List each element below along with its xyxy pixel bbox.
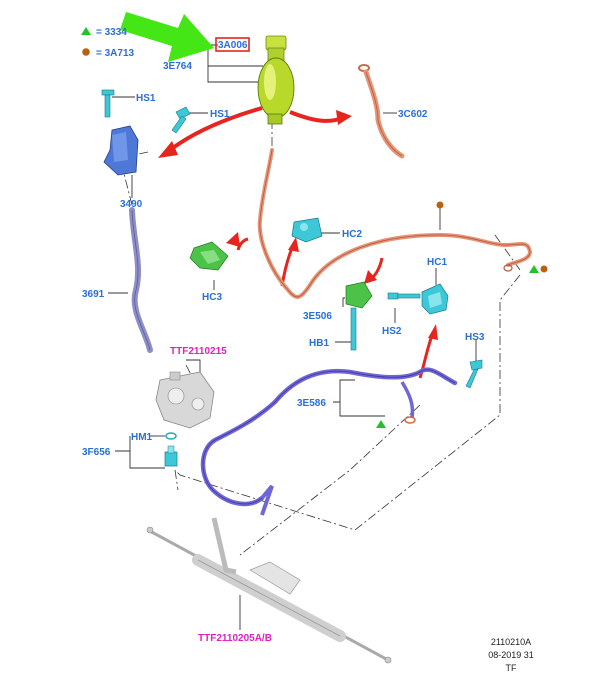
suction-hose-3691 — [129, 207, 153, 353]
red-arrow-icon — [158, 141, 178, 158]
circle-marker-icon — [540, 265, 548, 273]
circle-marker-icon — [436, 201, 444, 209]
label-3e764: 3E764 — [163, 61, 192, 72]
bracket-3490 — [103, 125, 139, 176]
triangle-marker-icon — [376, 420, 386, 428]
ref-code: 2110210A — [491, 637, 531, 647]
label-ttf2110205ab: TTF2110205A/B — [198, 633, 272, 644]
label-ttf2110215: TTF2110215 — [170, 346, 227, 357]
label-3691: 3691 — [82, 289, 105, 300]
legend-circle-icon — [82, 48, 90, 56]
reservoir — [257, 35, 295, 125]
legend-triangle-icon — [81, 27, 91, 35]
highlight-box — [215, 37, 250, 52]
return-hose-3c602 — [358, 64, 405, 159]
triangle-marker-icon — [529, 265, 539, 273]
label-hc3: HC3 — [202, 292, 222, 303]
red-arrow-icon — [226, 232, 240, 247]
red-arrow-icon — [288, 237, 299, 252]
red-arrow-icon — [364, 270, 377, 284]
label-hs1-top: HS1 — [136, 93, 156, 104]
clip-hc2 — [291, 217, 323, 243]
bolt-hs2 — [387, 292, 421, 300]
label-hs3: HS3 — [465, 332, 485, 343]
label-3f656: 3F656 — [82, 447, 111, 458]
direction-arrows — [158, 106, 438, 379]
legend-triangle-text: = 3334 — [96, 27, 127, 38]
red-arrow-icon — [336, 110, 352, 125]
label-3e506: 3E506 — [303, 311, 332, 322]
label-3a006: 3A006 — [218, 40, 248, 51]
bolt-hs3 — [465, 359, 483, 389]
fitting-3f656 — [164, 445, 178, 467]
label-hb1: HB1 — [309, 338, 329, 349]
reference-block: 2110210A 08-2019 31 TF — [488, 637, 534, 673]
seal-hm1 — [165, 432, 177, 440]
legend-circle-text: = 3A713 — [96, 48, 135, 59]
steering-rack — [146, 517, 392, 664]
ref-date: 08-2019 31 — [488, 650, 534, 660]
leader-lines — [108, 44, 477, 630]
return-pipe — [257, 148, 533, 299]
clip-3e506 — [345, 281, 373, 351]
bolt-hs1-mid — [171, 106, 191, 134]
callout-arrow-icon — [120, 12, 214, 62]
red-arrow-icon — [428, 324, 438, 340]
clip-hc1 — [421, 283, 449, 315]
pressure-hose-3e586 — [200, 367, 458, 516]
label-3490: 3490 — [120, 199, 143, 210]
legend: = 3334 = 3A713 — [81, 27, 135, 59]
label-hc2: HC2 — [342, 229, 362, 240]
clip-hc3 — [189, 241, 229, 271]
bolt-hs1-top — [101, 89, 115, 118]
label-hc1: HC1 — [427, 257, 447, 268]
label-hs2: HS2 — [382, 326, 402, 337]
label-hs1-mid: HS1 — [210, 109, 230, 120]
label-hm1: HM1 — [131, 432, 153, 443]
power-steering-pump — [155, 371, 215, 429]
ref-author: TF — [506, 663, 517, 673]
label-3c602: 3C602 — [398, 109, 428, 120]
label-3e586: 3E586 — [297, 398, 326, 409]
